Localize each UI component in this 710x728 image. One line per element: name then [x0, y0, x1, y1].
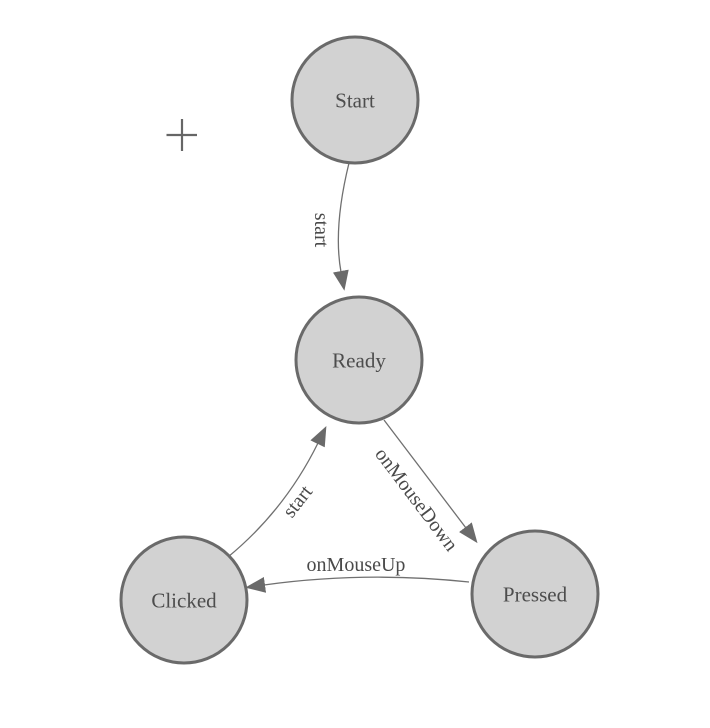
node-clicked[interactable]: Clicked [119, 535, 249, 665]
state-label: Ready [332, 348, 386, 372]
edge-line[interactable] [383, 419, 478, 544]
state-circle[interactable] [290, 35, 420, 165]
edge-line[interactable] [227, 425, 327, 558]
edge-pressed-to-clicked[interactable]: onMouseUp [245, 554, 470, 593]
state-label: Clicked [151, 588, 217, 612]
node-ready[interactable]: Ready [294, 295, 424, 425]
edge-label: onMouseUp [307, 554, 406, 576]
edge-label: onMouseDown [370, 444, 462, 556]
node-start[interactable]: Start [290, 35, 420, 165]
state-circle[interactable] [119, 535, 249, 665]
state-label: Pressed [503, 582, 568, 606]
edge-line[interactable] [332, 162, 350, 291]
edge-label: start [310, 213, 332, 248]
edge-start-to-ready[interactable]: start [310, 162, 350, 291]
state-label: Start [335, 88, 375, 112]
state-circle[interactable] [470, 529, 600, 659]
edge-ready-to-pressed[interactable]: onMouseDown [370, 419, 478, 556]
node-pressed[interactable]: Pressed [470, 529, 600, 659]
edge-clicked-to-ready[interactable]: start [227, 425, 327, 558]
origin-cross-icon [166, 119, 197, 151]
edge-line[interactable] [245, 576, 470, 593]
state-circle[interactable] [294, 295, 424, 425]
edge-label: start [279, 481, 318, 522]
